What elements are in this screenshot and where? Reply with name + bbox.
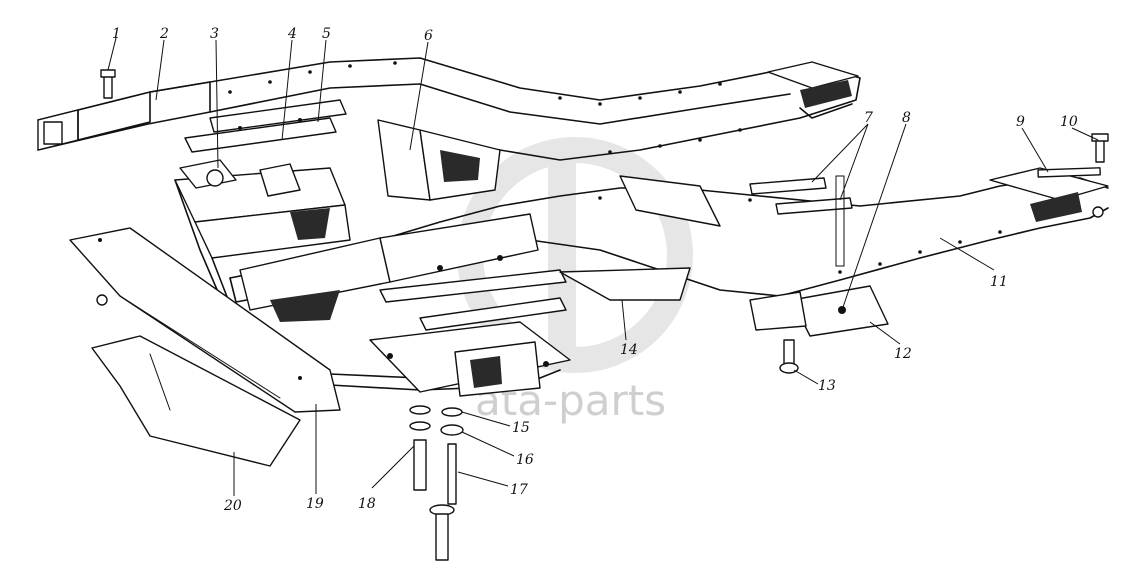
callout-6: 6 [424, 28, 433, 44]
callouts: 1 2 3 4 5 6 7 8 9 10 11 12 13 14 15 16 1… [112, 26, 1078, 514]
callout-7: 7 [864, 110, 873, 126]
callout-13: 13 [818, 378, 836, 394]
callout-20: 20 [223, 498, 242, 514]
callout-15: 15 [512, 420, 530, 436]
callout-9: 9 [1016, 114, 1025, 130]
callout-1: 1 [112, 26, 121, 42]
callout-2: 2 [159, 26, 169, 42]
callout-3: 3 [210, 26, 219, 42]
callout-8: 8 [902, 110, 911, 126]
fasteners [100, 69, 1109, 561]
center-cross-member [174, 99, 889, 397]
callout-5: 5 [322, 26, 331, 42]
callout-17: 17 [510, 482, 528, 498]
callout-18: 18 [358, 496, 376, 512]
callout-11: 11 [990, 274, 1008, 290]
callout-16: 16 [516, 452, 534, 468]
leader-lines [107, 37, 1099, 496]
callout-19: 19 [306, 496, 324, 512]
callout-4: 4 [287, 26, 297, 42]
callout-10: 10 [1060, 114, 1078, 130]
callout-12: 12 [894, 346, 912, 362]
splash-shields [69, 227, 341, 467]
side-member-rear [37, 57, 861, 161]
callout-14: 14 [620, 342, 638, 358]
